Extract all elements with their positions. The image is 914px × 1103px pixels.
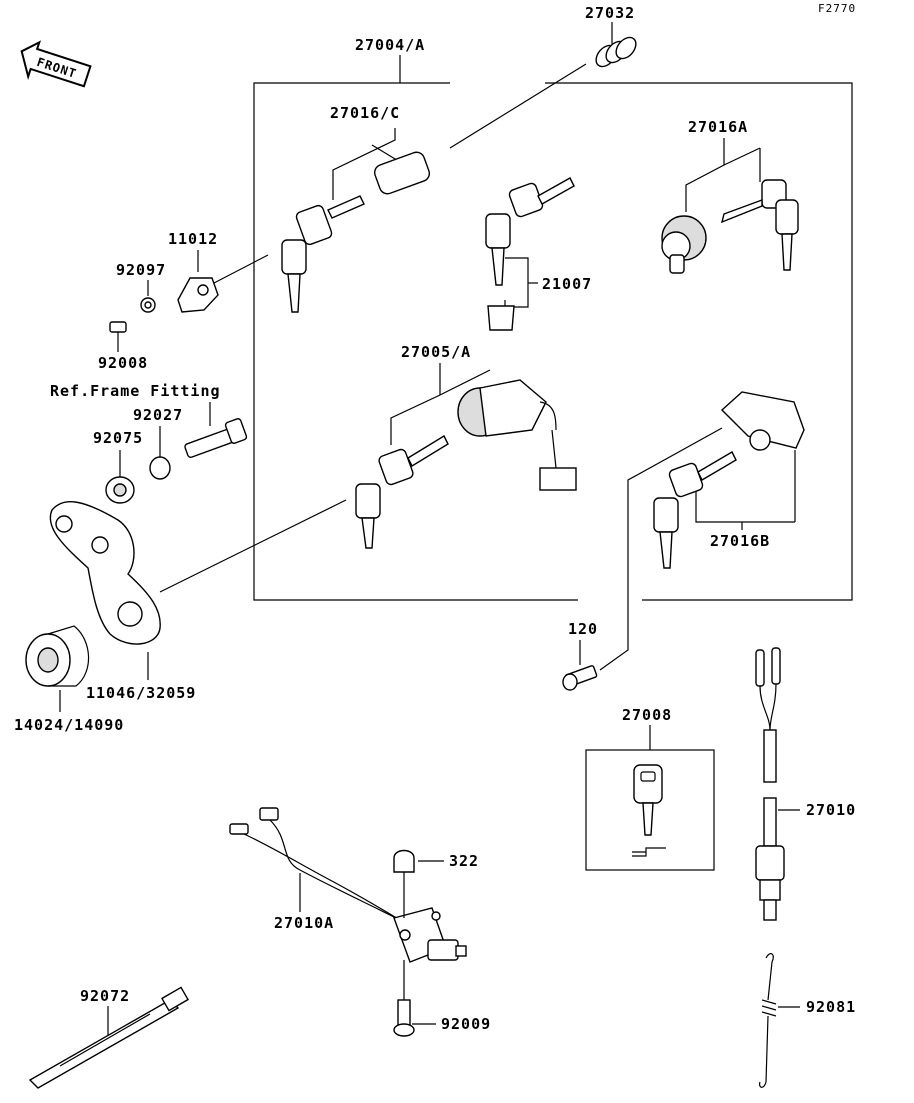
label-92027: 92027	[133, 406, 183, 424]
front-arrow-icon: FRONT	[20, 40, 92, 88]
label-27004A: 27004/A	[355, 36, 425, 54]
key-set-21007	[485, 177, 575, 331]
bracket-11012	[109, 277, 219, 333]
cover-14024	[25, 625, 90, 687]
figure-code: F2770	[818, 2, 856, 15]
label-27016C: 27016/C	[330, 104, 400, 122]
label-11012: 11012	[168, 230, 218, 248]
label-92097: 92097	[116, 261, 166, 279]
cable-tie-92072	[28, 986, 189, 1089]
label-21007: 21007	[542, 275, 592, 293]
label-92008: 92008	[98, 354, 148, 372]
spring-ring-27032	[595, 36, 637, 68]
label-92009: 92009	[441, 1015, 491, 1033]
screw-92009	[393, 960, 415, 1037]
label-92081: 92081	[806, 998, 856, 1016]
label-92075: 92075	[93, 429, 143, 447]
leader-lines	[59, 22, 800, 1035]
label-120: 120	[568, 620, 598, 638]
bolt-92027	[149, 418, 248, 480]
label-27010A: 27010A	[274, 914, 334, 932]
label-92072: 92072	[80, 987, 130, 1005]
screw-120	[562, 665, 598, 691]
blank-key-27008	[585, 749, 715, 871]
switch-27010A	[229, 807, 467, 963]
lock-set-27016A	[661, 179, 799, 274]
bracket-11046	[49, 501, 161, 645]
label-27032: 27032	[585, 4, 635, 22]
label-322: 322	[449, 852, 479, 870]
label-11046: 11046/32059	[86, 684, 196, 702]
label-27016B: 27016B	[710, 532, 770, 550]
lock-set-27016B	[653, 391, 805, 569]
collar-92075	[105, 476, 135, 504]
label-27010: 27010	[806, 801, 856, 819]
key-set-27016C	[281, 151, 431, 313]
key-set-box	[253, 55, 853, 601]
cap-nut-322	[393, 849, 415, 918]
label-27008: 27008	[622, 706, 672, 724]
label-27005A: 27005/A	[401, 343, 471, 361]
ref-frame-fitting-note: Ref.Frame Fitting	[50, 382, 221, 400]
label-14024: 14024/14090	[14, 716, 124, 734]
switch-27010	[755, 647, 785, 921]
label-27016A: 27016A	[688, 118, 748, 136]
ignition-switch-27005A	[355, 379, 577, 549]
spring-92081	[759, 953, 777, 1088]
